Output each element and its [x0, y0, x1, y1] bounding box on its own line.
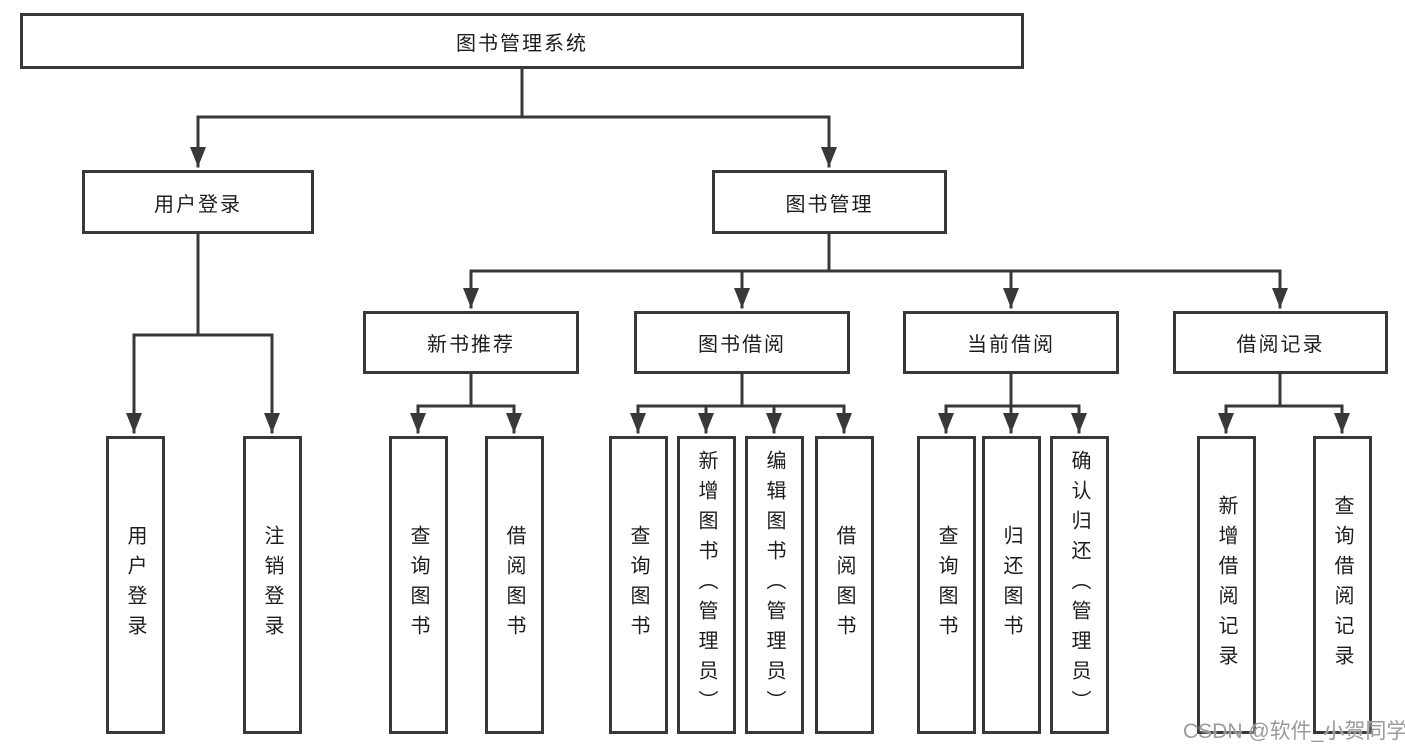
- leaf-records-add-record: 新增借阅记录: [1197, 436, 1256, 734]
- node-label: 图书管理系统: [456, 32, 588, 55]
- node-label: 注销登录: [261, 525, 283, 645]
- leaf-user-login: 用户登录: [106, 436, 165, 734]
- node-label: 新增借阅记录: [1215, 495, 1237, 675]
- leaf-borrowing-borrow-books: 借阅图书: [815, 436, 874, 734]
- node-label: 借阅记录: [1236, 334, 1325, 356]
- csdn-watermark: CSDN @软件_小贺同学: [1183, 720, 1405, 743]
- leaf-logout: 注销登录: [243, 436, 302, 734]
- node-label: 查询借阅记录: [1331, 495, 1353, 675]
- node-label: 用户登录: [124, 525, 146, 645]
- node-new-book-recommend: 新书推荐: [363, 311, 579, 374]
- node-label: 编辑图书（管理员）: [763, 450, 785, 720]
- node-label: 借阅图书: [833, 525, 855, 645]
- leaf-recommend-query-books: 查询图书: [389, 436, 448, 734]
- node-library-management-system: 图书管理系统: [20, 13, 1024, 69]
- node-label: 查询图书: [935, 525, 957, 645]
- node-book-management-branch: 图书管理: [712, 170, 947, 234]
- node-label: 当前借阅: [967, 334, 1055, 356]
- leaf-borrowing-query-books: 查询图书: [609, 436, 668, 734]
- leaf-current-confirm-return-admin: 确认归还（管理员）: [1050, 436, 1109, 734]
- leaf-borrowing-edit-books-admin: 编辑图书（管理员）: [745, 436, 804, 734]
- node-book-borrowing: 图书借阅: [634, 311, 850, 374]
- node-label: 图书借阅: [698, 334, 786, 356]
- node-label: 确认归还（管理员）: [1068, 450, 1090, 720]
- node-label: 用户登录: [154, 193, 242, 216]
- node-user-login-branch: 用户登录: [82, 170, 314, 234]
- leaf-borrowing-add-books-admin: 新增图书（管理员）: [677, 436, 736, 734]
- node-label: 查询图书: [407, 525, 429, 645]
- node-label: 图书管理: [785, 193, 874, 216]
- node-current-borrowing: 当前借阅: [903, 311, 1119, 374]
- node-borrowing-records: 借阅记录: [1173, 311, 1388, 374]
- node-label: 归还图书: [1000, 525, 1022, 645]
- leaf-current-query-books: 查询图书: [917, 436, 976, 734]
- leaf-recommend-borrow-books: 借阅图书: [485, 436, 544, 734]
- node-label: 新增图书（管理员）: [695, 450, 717, 720]
- leaf-current-return-books: 归还图书: [982, 436, 1041, 734]
- node-label: 借阅图书: [503, 525, 525, 645]
- node-label: 查询图书: [627, 525, 649, 645]
- leaf-records-query-record: 查询借阅记录: [1313, 436, 1372, 734]
- node-label: 新书推荐: [427, 334, 515, 356]
